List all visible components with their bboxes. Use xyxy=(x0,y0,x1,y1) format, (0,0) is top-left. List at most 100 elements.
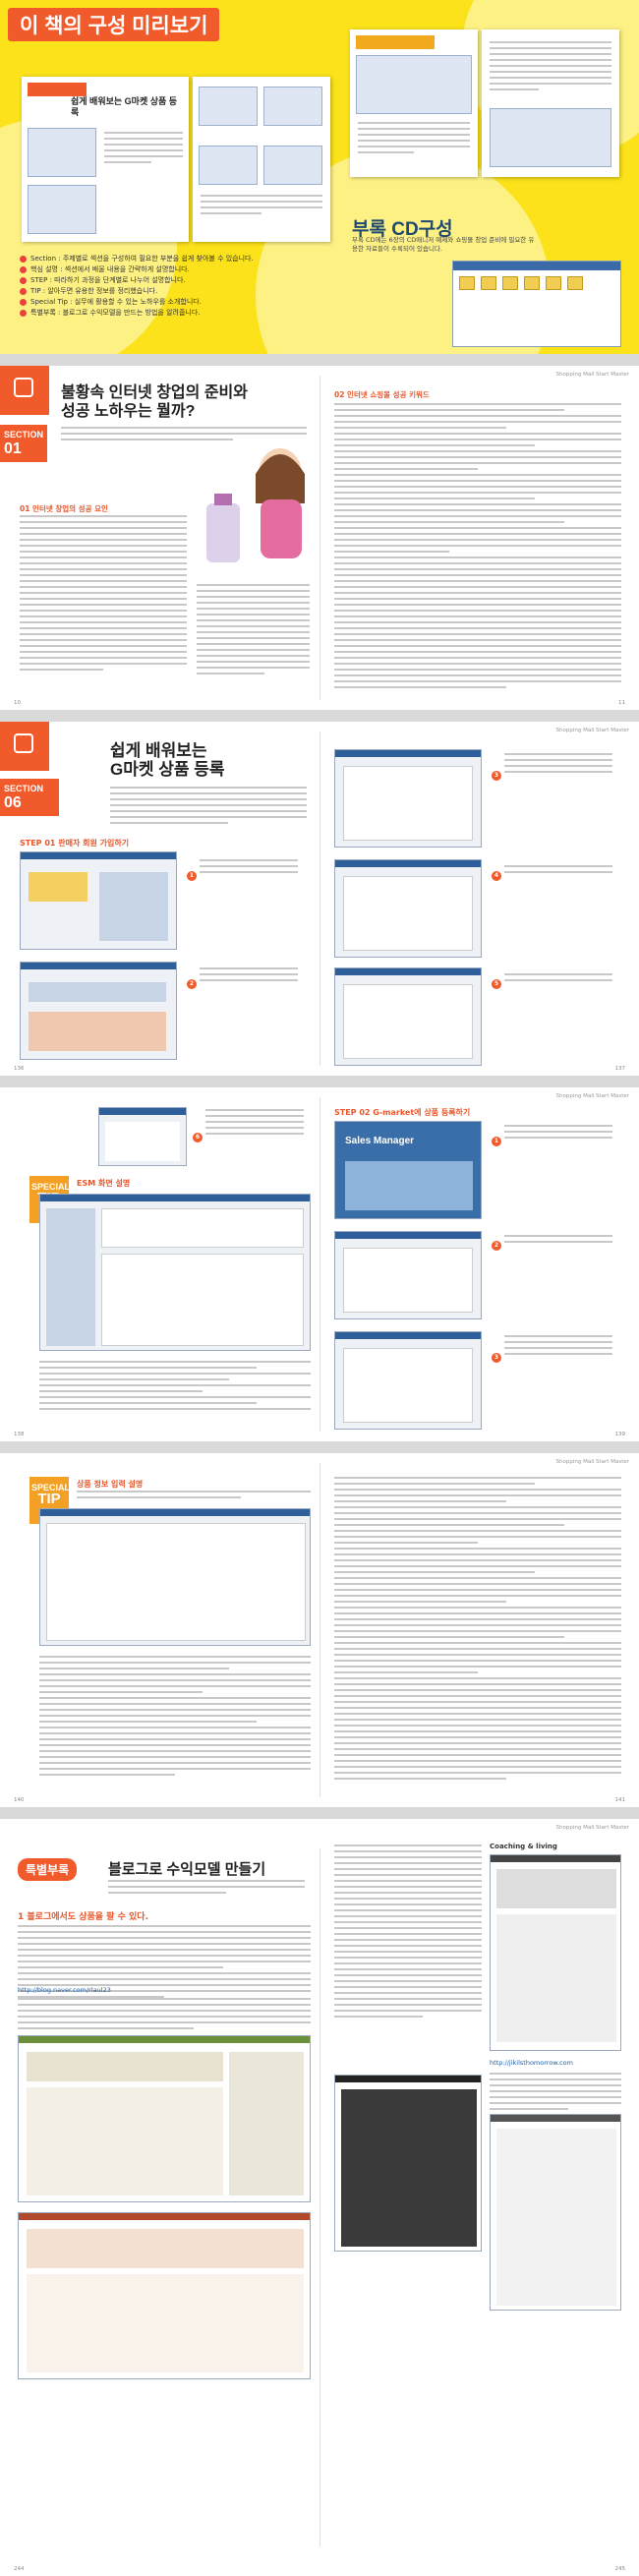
appendix-intro xyxy=(108,1880,305,1898)
folio-left: 244 xyxy=(14,2566,25,2572)
caption-item: STEP : 따라하기 과정을 단계별로 나누어 설명합니다. xyxy=(20,275,364,286)
screenshot-gmarket-join xyxy=(20,851,177,950)
cd-window-illustration xyxy=(452,261,621,347)
appendix-tag: 특별부록 xyxy=(18,1858,78,1881)
right-list-text xyxy=(334,1477,621,1784)
screenshot-form xyxy=(334,1231,482,1319)
step-note: 2 xyxy=(187,967,305,989)
cd-title: 부록 CD구성 xyxy=(352,219,453,240)
mock-title: 쉽게 배워보는 G마켓 상품 등록 xyxy=(71,96,178,117)
folder-icons xyxy=(453,270,620,296)
caption-item: Section : 주제별로 섹션을 구성하여 필요한 부분을 쉽게 찾아볼 수… xyxy=(20,254,364,264)
feature-captions: Section : 주제별로 섹션을 구성하여 필요한 부분을 쉽게 찾아볼 수… xyxy=(20,254,364,319)
caption-item: TIP : 알아두면 유용한 정보를 정리했습니다. xyxy=(20,286,364,297)
folder-icon xyxy=(567,276,583,290)
folder-icon xyxy=(502,276,518,290)
folio-left: 136 xyxy=(14,1066,25,1072)
left-body-text xyxy=(18,1925,311,2002)
page-gap xyxy=(0,1076,639,1087)
left-body-text-2 xyxy=(18,1998,311,2033)
left-heading: 01 인터넷 창업의 성공 요인 xyxy=(20,504,108,513)
point-heading: 1 블로그에서도 상품을 팔 수 있다. xyxy=(18,1912,148,1922)
sales-manager-logo: Sales Manager xyxy=(345,1136,415,1146)
tip-title: 상품 정보 입력 설명 xyxy=(77,1480,144,1489)
mock-screenshot xyxy=(199,146,258,185)
mock-page-right3 xyxy=(482,29,619,177)
step-note: 6 xyxy=(193,1109,311,1142)
page-gap xyxy=(0,710,639,722)
mock-text xyxy=(201,195,322,218)
mock-section-tab xyxy=(28,83,87,96)
right-body-text-2 xyxy=(490,2073,621,2114)
appendix-title: 블로그로 수익모델 만들기 xyxy=(108,1861,266,1878)
left-body-text xyxy=(20,515,187,674)
tip-list-text xyxy=(39,1656,311,1780)
mock-page-right2 xyxy=(350,29,478,177)
folder-icon xyxy=(459,276,475,290)
left-body-text-2 xyxy=(197,584,310,678)
screenshot-form xyxy=(334,859,482,958)
screenshot-login xyxy=(98,1107,187,1166)
step-heading: STEP 02 G-market에 상품 등록하기 xyxy=(334,1108,471,1117)
screenshot-product-form xyxy=(39,1508,311,1646)
screenshot-blog-3 xyxy=(490,1854,621,2051)
page-gap xyxy=(0,1807,639,1819)
folio-left: 140 xyxy=(14,1797,25,1803)
step-note: 5 xyxy=(492,973,619,989)
mock-screenshot xyxy=(490,108,611,167)
step-note: 2 xyxy=(492,1235,619,1251)
screenshot-form xyxy=(334,1331,482,1430)
step-note: 4 xyxy=(492,865,619,881)
chapter-tab xyxy=(0,722,49,771)
step-note: 1 xyxy=(187,859,305,881)
blog-title-label: Coaching & living xyxy=(490,1843,557,1850)
page-gap xyxy=(0,1441,639,1453)
right-heading: 02 인터넷 쇼핑몰 성공 키워드 xyxy=(334,390,430,399)
bag-icon xyxy=(14,378,33,397)
mock-screenshot xyxy=(356,55,472,114)
caption-item: 핵심 설명 : 섹션에서 배울 내용을 간략하게 설명합니다. xyxy=(20,264,364,275)
mock-text xyxy=(104,132,183,167)
mock-screenshot xyxy=(263,146,322,185)
preview-title: 이 책의 구성 미리보기 xyxy=(8,8,220,41)
cd-description: 부록 CD에는 6장의 CD매니저 예제와 쇼핑몰 창업 준비에 필요한 유용한… xyxy=(352,236,535,253)
tip-title: ESM 화면 설명 xyxy=(77,1179,131,1188)
step-note: 3 xyxy=(492,1335,619,1363)
folder-icon xyxy=(546,276,561,290)
screenshot-esm xyxy=(39,1194,311,1351)
mock-text xyxy=(358,122,470,157)
folio-right: 139 xyxy=(614,1432,626,1437)
caption-item: 특별부록 : 블로그로 수익모델을 만드는 방법을 알려줍니다. xyxy=(20,308,364,319)
screenshot-blog-1 xyxy=(18,2035,311,2202)
running-head: Shopping Mall Start Master xyxy=(555,372,629,378)
mock-screenshot xyxy=(28,185,96,234)
running-head: Shopping Mall Start Master xyxy=(555,1093,629,1099)
window-titlebar xyxy=(453,262,620,270)
tip-intro-text xyxy=(77,1491,311,1502)
right-body-text xyxy=(334,1844,482,2021)
tip-list-text xyxy=(39,1361,311,1414)
blog-url-1[interactable]: http://blog.naver.com/rlaul23 xyxy=(18,1986,111,1994)
illustration-shopper xyxy=(187,435,315,572)
folio-left: 138 xyxy=(14,1432,25,1437)
blog-url-2[interactable]: http://jikilsthomorrow.com xyxy=(490,2059,573,2067)
folio-right: 141 xyxy=(614,1797,626,1803)
folder-icon xyxy=(481,276,496,290)
mock-screenshot xyxy=(28,128,96,177)
folder-icon xyxy=(524,276,540,290)
folio-right: 11 xyxy=(618,700,625,706)
mock-text xyxy=(490,41,611,94)
chapter-tab xyxy=(0,366,49,415)
mock-header xyxy=(356,35,435,49)
running-head: Shopping Mall Start Master xyxy=(555,728,629,733)
running-head: Shopping Mall Start Master xyxy=(555,1825,629,1831)
step-heading: STEP 01 판매자 회원 가입하기 xyxy=(20,839,130,848)
screenshot-sales-manager: Sales Manager xyxy=(334,1121,482,1219)
folio-right: 137 xyxy=(614,1066,626,1072)
